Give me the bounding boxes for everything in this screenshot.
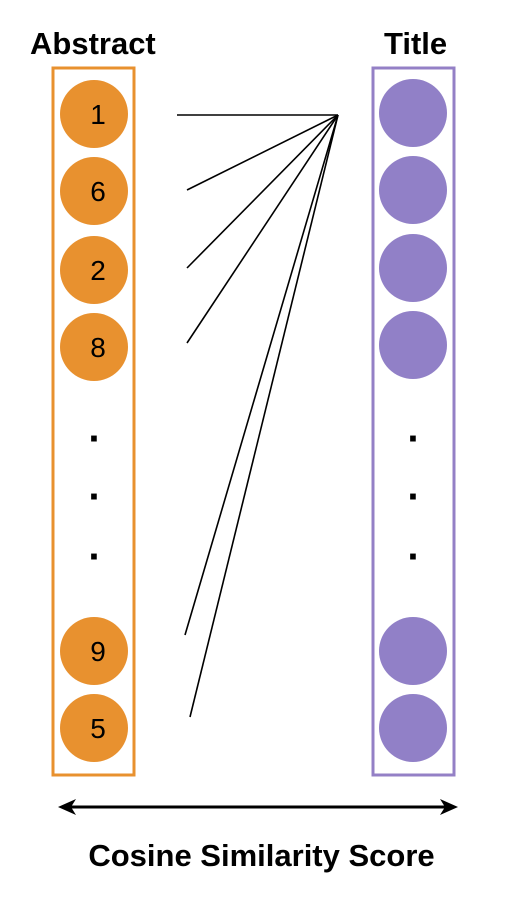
abstract-node-label: 5 [90,713,106,744]
abstract-node-label: 9 [90,636,106,667]
ellipsis-dot: · [407,417,420,461]
abstract-column-heading: Abstract [30,26,156,61]
title-ellipsis: · · · [407,417,420,579]
title-column-box [371,66,456,777]
title-node [379,234,447,302]
connection-line [186,114,339,269]
abstract-ellipsis: · · · [88,417,101,579]
abstract-node [60,694,128,762]
abstract-nodes [60,80,128,762]
ellipsis-dot: · [407,475,420,519]
title-node [379,694,447,762]
bidirectional-arrow [58,799,458,815]
abstract-node [60,313,128,381]
abstract-node-label: 2 [90,255,106,286]
abstract-node-labels: 1 6 2 8 9 5 [90,99,106,744]
abstract-node-label: 1 [90,99,106,130]
title-node-1 [379,79,447,147]
abstract-node-label: 6 [90,176,106,207]
connection-line [184,114,339,636]
ellipsis-dot: · [88,535,101,579]
ellipsis-dot: · [88,417,101,461]
cosine-similarity-label: Cosine Similarity Score [88,838,435,873]
abstract-node [60,157,128,225]
title-nodes [379,79,447,762]
title-column-heading: Title [384,26,448,61]
ellipsis-dot: · [88,475,101,519]
arrow-left-head [58,799,76,815]
abstract-node-label: 8 [90,332,106,363]
connection-line [189,114,339,718]
ellipsis-dot: · [407,535,420,579]
connection-line [186,114,339,191]
title-node [379,311,447,379]
title-node [379,156,447,224]
abstract-node [60,617,128,685]
abstract-column-box [51,66,136,777]
connection-lines [177,114,339,718]
arrow-right-head [440,799,458,815]
abstract-node [60,236,128,304]
abstract-node [60,80,128,148]
connection-line [186,114,339,344]
title-node [379,617,447,685]
